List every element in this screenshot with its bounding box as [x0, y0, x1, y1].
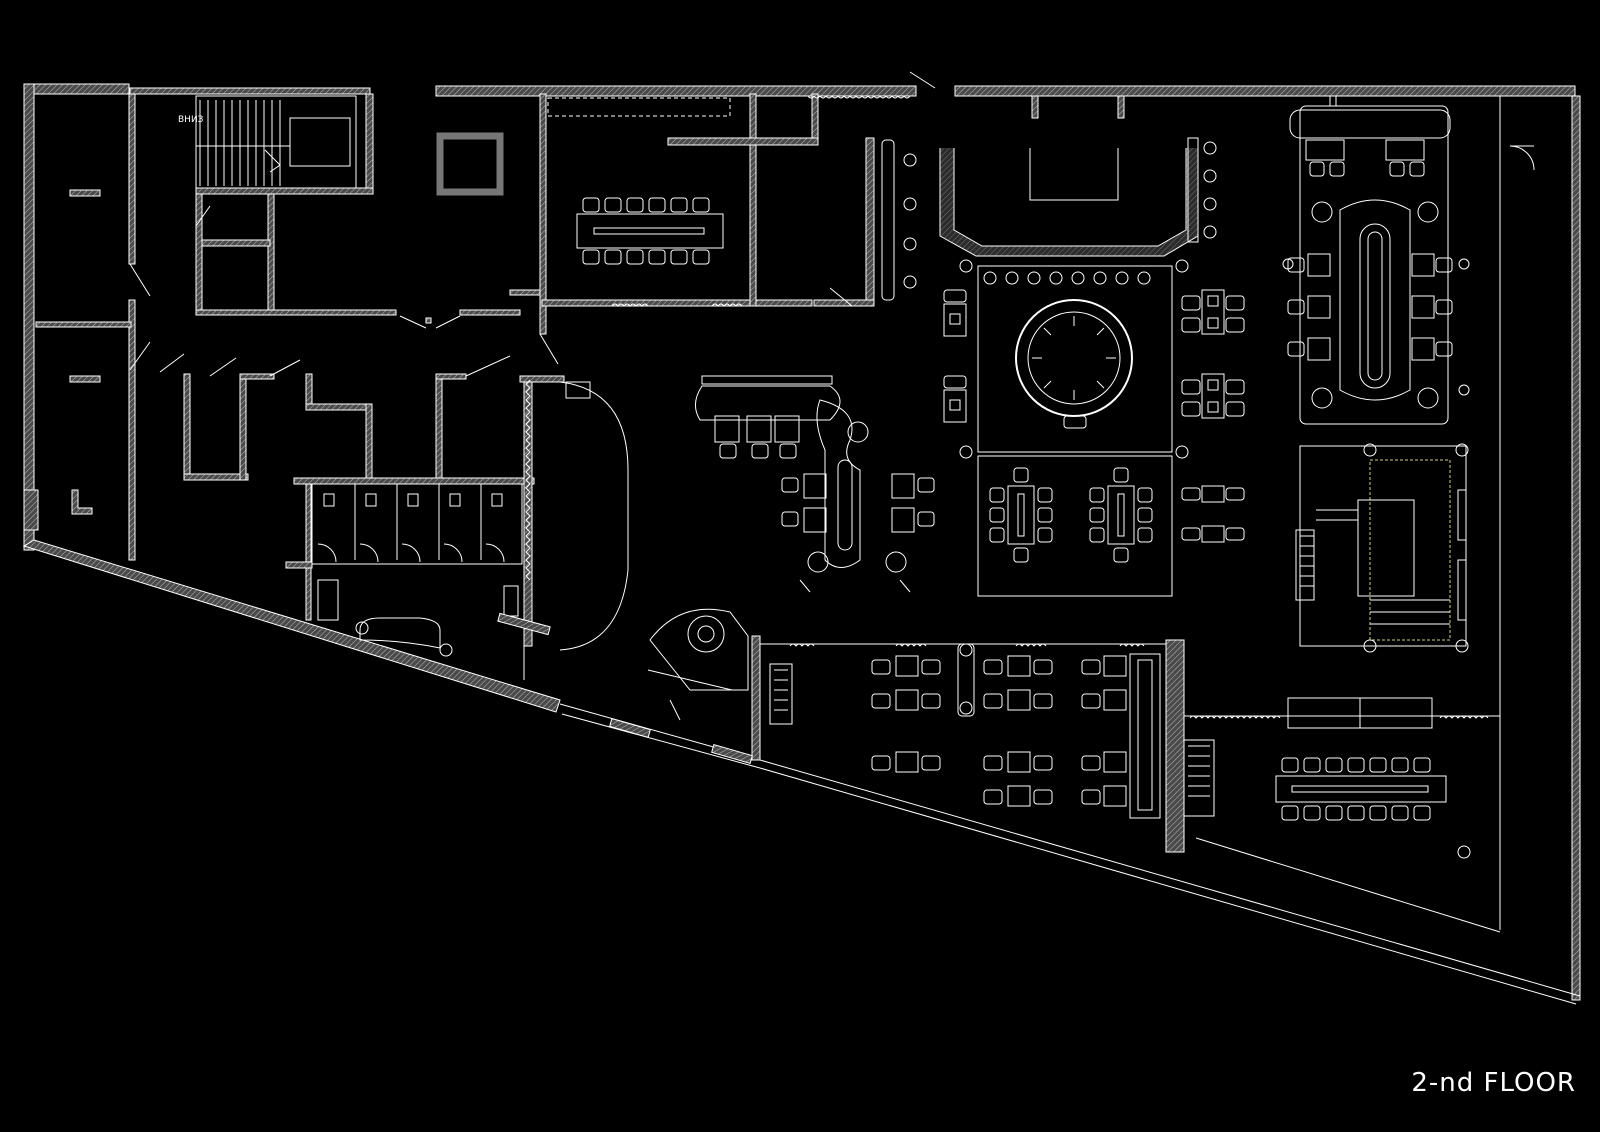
single-desks-west — [943, 289, 967, 423]
paired-desks-east — [1181, 289, 1245, 543]
west-details — [69, 189, 432, 515]
lobby-curve — [355, 381, 749, 691]
reception-hub — [939, 137, 1217, 285]
round-table-zone — [959, 259, 1189, 459]
exterior-walls — [22, 83, 1581, 1001]
north-wall-center — [435, 85, 917, 97]
conference-zone-northeast — [1282, 105, 1470, 425]
curtains — [525, 95, 1489, 719]
south-workspace — [760, 639, 1215, 853]
north-wall-mid — [129, 87, 371, 95]
west-stair — [195, 95, 357, 189]
chairs-top — [582, 197, 710, 213]
curved-work-island — [695, 375, 935, 593]
meeting-room-north — [547, 97, 731, 265]
stair-down-label: ВНИЗ — [178, 115, 204, 125]
east-stair-core — [1295, 443, 1469, 653]
doors — [129, 71, 1535, 377]
interior-walls — [35, 93, 875, 761]
west-wall-inner-cap — [23, 489, 39, 531]
south-diagonal-wall — [22, 539, 561, 713]
glazing — [559, 96, 1581, 1005]
west-wall — [23, 83, 35, 551]
small-meeting-zone — [977, 455, 1173, 597]
restroom-stalls — [311, 483, 523, 621]
misc-fixtures — [285, 95, 1337, 764]
chairs-bottom — [582, 249, 710, 265]
reception-stools — [983, 271, 1151, 285]
north-wall-east — [954, 85, 1576, 97]
floor-title: 2-nd FLOOR — [1411, 1068, 1576, 1098]
stair-treads — [199, 100, 281, 186]
lounge-bench — [881, 139, 917, 301]
north-wall-west — [23, 83, 130, 95]
bar-stools-east — [1203, 141, 1217, 239]
east-wall — [1571, 95, 1581, 1001]
meeting-room-southeast — [1184, 697, 1500, 859]
